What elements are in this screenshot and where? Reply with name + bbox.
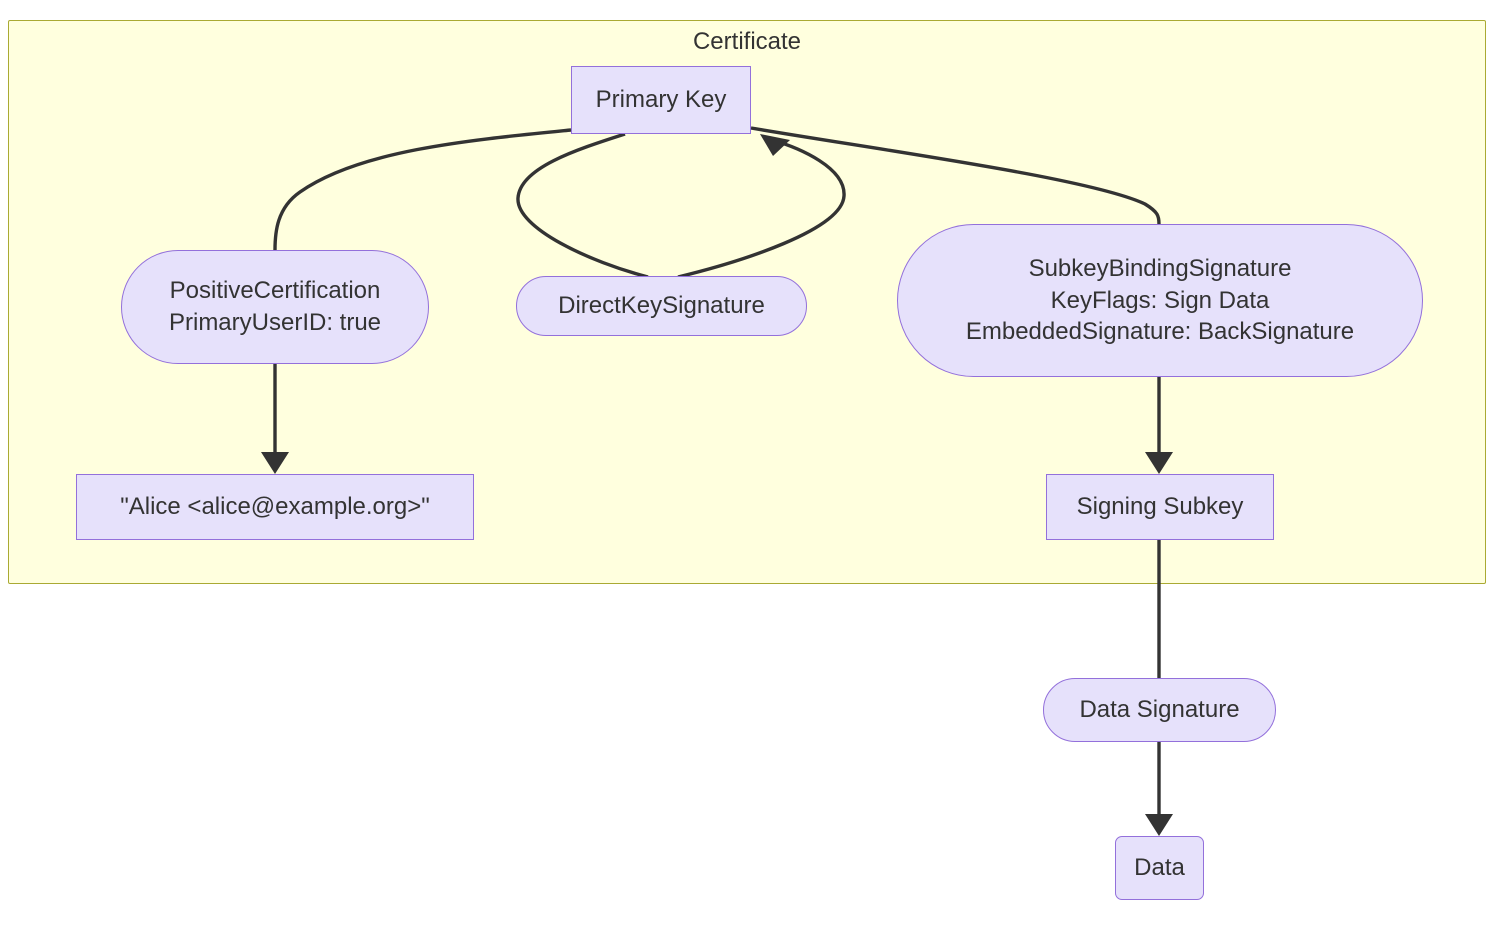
arrow-head xyxy=(1145,814,1173,836)
node-data[interactable]: Data xyxy=(1115,836,1204,900)
subgraph-certificate-label: Certificate xyxy=(692,28,802,55)
node-direct-key-signature[interactable]: DirectKeySignature xyxy=(516,276,807,336)
node-primary-key[interactable]: Primary Key xyxy=(571,66,751,134)
node-alice-userid[interactable]: "Alice <alice@example.org>" xyxy=(76,474,474,540)
node-data-signature[interactable]: Data Signature xyxy=(1043,678,1276,742)
node-subkey-binding-signature[interactable]: SubkeyBindingSignature KeyFlags: Sign Da… xyxy=(897,224,1423,377)
node-positive-certification[interactable]: PositiveCertification PrimaryUserID: tru… xyxy=(121,250,429,364)
node-signing-subkey[interactable]: Signing Subkey xyxy=(1046,474,1274,540)
edge-datasig-to-data xyxy=(1145,742,1173,836)
